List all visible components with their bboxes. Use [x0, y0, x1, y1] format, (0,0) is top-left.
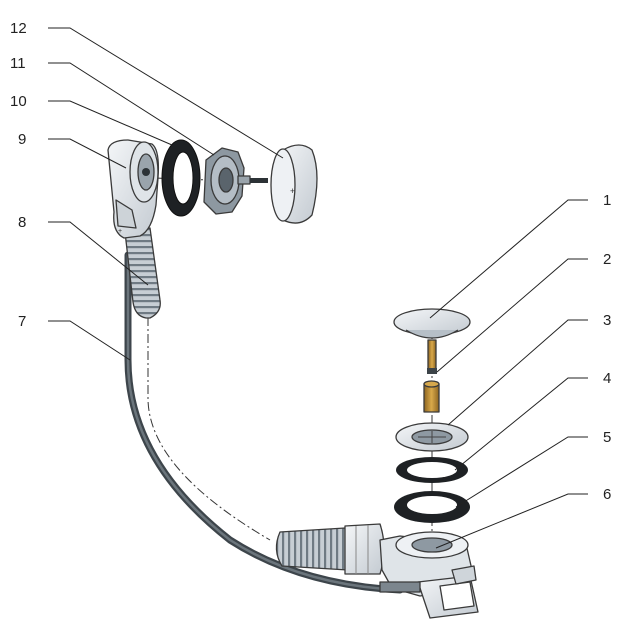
- callout-10: 10: [10, 93, 27, 110]
- callout-8: 8: [18, 214, 26, 231]
- part-8-corrugated-pipe: [124, 227, 161, 319]
- callout-1: 1: [603, 192, 611, 209]
- part-5-drain-gasket-upper: [396, 457, 468, 483]
- center-lines: [147, 177, 433, 545]
- callout-12: 12: [10, 20, 27, 37]
- callout-11: 11: [10, 55, 26, 72]
- part-12-overflow-cap: +: [270, 144, 318, 224]
- svg-text:+: +: [290, 186, 295, 196]
- part-11-overflow-flange: [203, 147, 268, 215]
- callout-2: 2: [603, 251, 611, 268]
- part-5-drain-gasket-lower: [394, 491, 470, 523]
- callout-4: 4: [603, 370, 611, 387]
- callout-9: 9: [18, 131, 26, 148]
- part-1-plug-head: [393, 308, 471, 339]
- callout-6: 6: [603, 486, 611, 503]
- callout-7: 7: [18, 313, 26, 330]
- part-10-overflow-gasket: [161, 139, 201, 217]
- part-9-overflow-elbow: +: [107, 139, 160, 239]
- svg-text:+: +: [118, 228, 122, 235]
- callout-5: 5: [603, 429, 611, 446]
- part-3-adjustment-bush: [423, 380, 440, 413]
- callout-3: 3: [603, 312, 611, 329]
- part-7-flexible-hose: [124, 251, 404, 594]
- callout-numbers: 12 11 10 9 8 7 1 2 3 4 5 6: [10, 20, 611, 503]
- part-6-drain-body: [275, 523, 479, 619]
- part-2-brass-stem: [427, 339, 437, 374]
- leader-lines: [48, 27, 588, 549]
- part-4-drain-flange: [395, 422, 469, 452]
